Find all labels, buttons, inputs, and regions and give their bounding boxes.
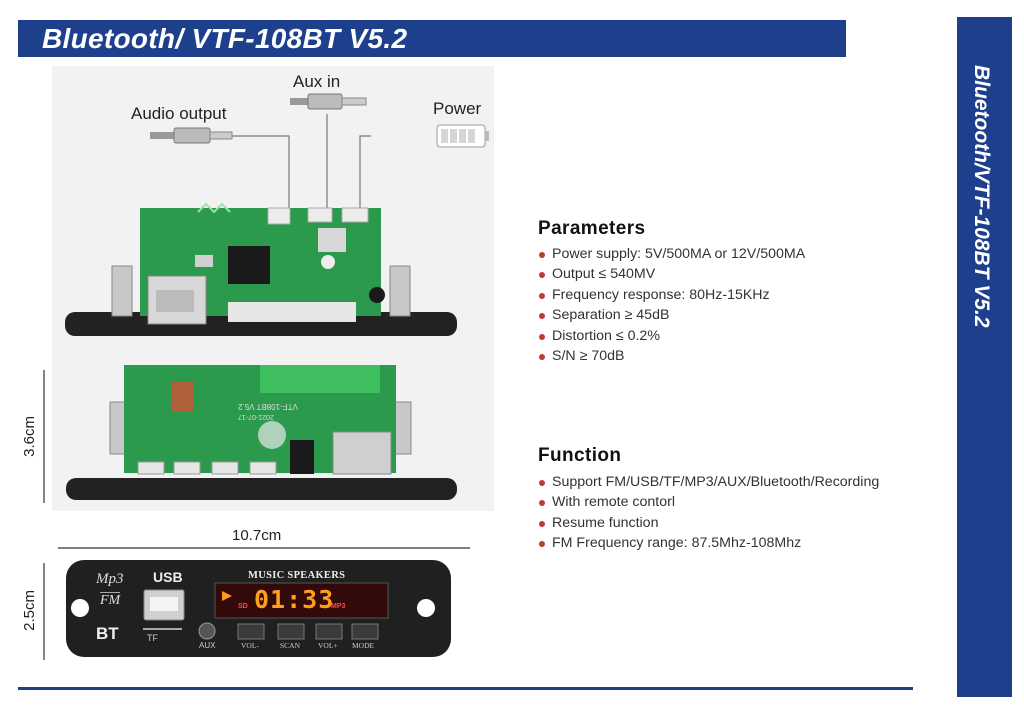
bottom-divider xyxy=(18,687,913,690)
pcb-front xyxy=(65,202,457,336)
cable-leaders xyxy=(232,114,371,212)
side-title: Bluetooth/VTF-108BT V5.2 xyxy=(970,65,993,328)
page-title: Bluetooth/ VTF-108BT V5.2 xyxy=(42,23,408,54)
list-item: Power supply: 5V/500MA or 12V/500MA xyxy=(538,244,805,264)
function-list: Support FM/USB/TF/MP3/AUX/Bluetooth/Reco… xyxy=(538,472,879,554)
panel-logo-mp3: Mp3 xyxy=(96,571,124,587)
panel-logo-fm: FM xyxy=(100,592,121,608)
aux-in-jack-icon xyxy=(290,93,367,110)
audio-output-jack-icon xyxy=(150,127,233,144)
dimension-width: 10.7cm xyxy=(232,527,282,544)
list-item: Distortion ≤ 0.2% xyxy=(538,326,805,346)
pcb-back xyxy=(66,365,457,500)
panel-tf-label: TF xyxy=(147,633,158,643)
parameters-list: Power supply: 5V/500MA or 12V/500MA Outp… xyxy=(538,244,805,366)
board-model-text: VTF-108BT V5.2 xyxy=(238,402,298,411)
power-battery-icon xyxy=(436,124,489,148)
list-item: Separation ≥ 45dB xyxy=(538,305,805,325)
display-sd-indicator: SD xyxy=(238,603,248,610)
display-time: 01:33 xyxy=(254,585,335,614)
list-item: With remote contorl xyxy=(538,492,879,512)
parameters-title: Parameters xyxy=(538,218,646,239)
board-date-text: 2021-07-17 xyxy=(238,413,274,420)
list-item: Frequency response: 80Hz-15KHz xyxy=(538,285,805,305)
list-item: FM Frequency range: 87.5Mhz-108Mhz xyxy=(538,533,879,553)
panel-aux-label: AUX xyxy=(199,641,216,650)
list-item: Output ≤ 540MV xyxy=(538,264,805,284)
panel-usb-label: USB xyxy=(153,569,183,585)
audio-output-label: Audio output xyxy=(131,104,227,123)
panel-button-label: MODE xyxy=(352,641,375,650)
power-label: Power xyxy=(433,99,482,118)
dimension-board-height: 3.6cm xyxy=(21,416,38,457)
list-item: Resume function xyxy=(538,513,879,533)
function-title: Function xyxy=(538,445,622,466)
aux-in-label: Aux in xyxy=(293,72,341,91)
panel-bt-label: BT xyxy=(96,624,119,643)
display-mp3-indicator: MP3 xyxy=(331,603,346,610)
panel-button-label: SCAN xyxy=(280,641,301,650)
list-item: Support FM/USB/TF/MP3/AUX/Bluetooth/Reco… xyxy=(538,472,879,492)
list-item: S/N ≥ 70dB xyxy=(538,346,805,366)
panel-button-label: VOL+ xyxy=(318,641,338,650)
panel-heading: MUSIC SPEAKERS xyxy=(248,570,346,581)
title-banner: Bluetooth/ VTF-108BT V5.2 xyxy=(18,20,846,57)
dimension-panel-height: 2.5cm xyxy=(21,590,38,631)
side-banner: Bluetooth/VTF-108BT V5.2 xyxy=(957,17,1012,697)
dimension-lines xyxy=(43,370,470,660)
front-panel xyxy=(66,560,451,657)
panel-button-label: VOL- xyxy=(241,641,259,650)
